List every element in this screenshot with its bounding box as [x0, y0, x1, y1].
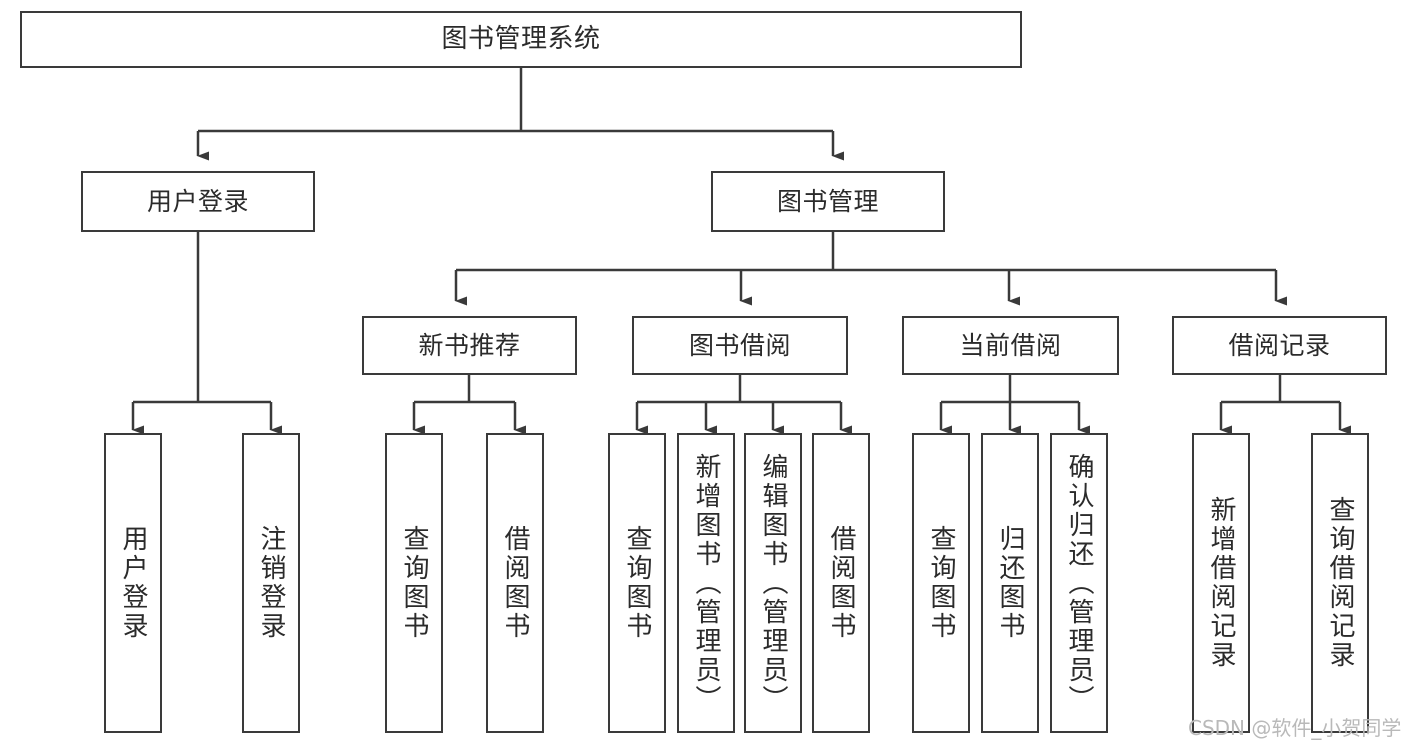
node-label: 归还图书 — [995, 525, 1025, 641]
node-leaf-confirm-return-admin[interactable]: 确认归还（管理员） — [1050, 433, 1108, 733]
node-label: 编辑图书（管理员） — [758, 452, 788, 714]
node-book-borrow[interactable]: 图书借阅 — [632, 316, 848, 375]
node-leaf-add-book-admin[interactable]: 新增图书（管理员） — [677, 433, 735, 733]
node-label: 查询图书 — [399, 525, 429, 641]
node-leaf-query-borrow-record[interactable]: 查询借阅记录 — [1311, 433, 1369, 733]
node-user-login[interactable]: 用户登录 — [81, 171, 315, 232]
node-label: 图书管理系统 — [441, 24, 601, 55]
node-book-management[interactable]: 图书管理 — [711, 171, 945, 232]
node-label: 新书推荐 — [418, 331, 521, 360]
node-leaf-query-book-current[interactable]: 查询图书 — [912, 433, 970, 733]
node-root-book-management-system[interactable]: 图书管理系统 — [20, 11, 1022, 68]
node-label: 图书管理 — [776, 187, 879, 216]
node-leaf-logout-login[interactable]: 注销登录 — [242, 433, 300, 733]
csdn-watermark: CSDN @软件_小贺同学 — [1188, 716, 1402, 740]
node-label: 借阅记录 — [1228, 331, 1331, 360]
node-leaf-user-login[interactable]: 用户登录 — [104, 433, 162, 733]
node-leaf-return-book[interactable]: 归还图书 — [981, 433, 1039, 733]
node-label: 新增图书（管理员） — [691, 452, 721, 714]
node-leaf-edit-book-admin[interactable]: 编辑图书（管理员） — [744, 433, 802, 733]
node-leaf-query-book-recommend[interactable]: 查询图书 — [385, 433, 443, 733]
node-leaf-add-borrow-record[interactable]: 新增借阅记录 — [1192, 433, 1250, 733]
node-label: 新增借阅记录 — [1206, 496, 1236, 670]
node-leaf-borrow-book-borrow[interactable]: 借阅图书 — [812, 433, 870, 733]
node-leaf-borrow-book-recommend[interactable]: 借阅图书 — [486, 433, 544, 733]
node-leaf-query-book-borrow[interactable]: 查询图书 — [608, 433, 666, 733]
node-new-book-recommend[interactable]: 新书推荐 — [362, 316, 577, 375]
node-label: 用户登录 — [146, 187, 249, 216]
node-label: 确认归还（管理员） — [1064, 452, 1094, 714]
node-label: 查询图书 — [926, 525, 956, 641]
node-label: 图书借阅 — [688, 331, 791, 360]
node-borrow-record[interactable]: 借阅记录 — [1172, 316, 1387, 375]
node-current-borrow[interactable]: 当前借阅 — [902, 316, 1119, 375]
node-label: 借阅图书 — [500, 525, 530, 641]
node-label: 用户登录 — [118, 525, 148, 641]
node-label: 注销登录 — [256, 525, 286, 641]
node-label: 借阅图书 — [826, 525, 856, 641]
node-label: 查询图书 — [622, 525, 652, 641]
node-label: 当前借阅 — [959, 331, 1062, 360]
node-label: 查询借阅记录 — [1325, 496, 1355, 670]
